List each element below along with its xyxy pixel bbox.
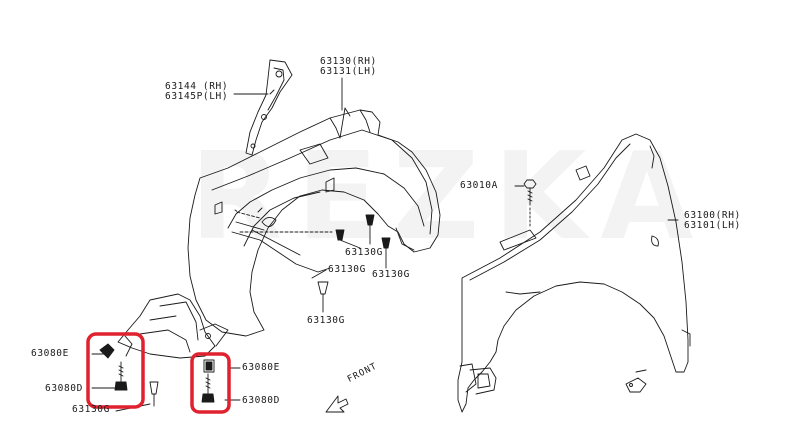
label-63100-rh: 63100(RH) (684, 210, 741, 221)
watermark: REZKA (190, 128, 708, 267)
fender-protector (117, 107, 441, 359)
bolt-63010a (523, 179, 537, 229)
label-63130g-1: 63130G (345, 247, 383, 258)
label-63130g-5: 63130G (72, 404, 110, 415)
clip-g3 (381, 237, 391, 269)
clip-g4 (317, 281, 329, 313)
fender-bracket (245, 59, 293, 156)
front-arrow (325, 395, 349, 413)
clip-g5 (149, 381, 159, 407)
label-63080d-right: 63080D (242, 395, 280, 406)
label-63130g-3: 63130G (372, 269, 410, 280)
label-63130g-4: 63130G (307, 315, 345, 326)
label-63145p-lh: 63145P(LH) (165, 91, 229, 102)
front-fender (457, 133, 691, 413)
label-63131-lh: 63131(LH) (320, 66, 377, 77)
label-63130g-2: 63130G (328, 264, 366, 275)
label-63080e-right: 63080E (242, 362, 280, 373)
highlight-box-left (86, 332, 145, 409)
fastener-63080e-left (99, 343, 115, 359)
label-63101-lh: 63101(LH) (684, 220, 741, 231)
label-63130-rh: 63130(RH) (320, 56, 377, 67)
fastener-63080d-left (114, 361, 128, 391)
fastener-63080d-right (201, 373, 215, 403)
label-63144-rh: 63144 (RH) (165, 81, 229, 92)
clip-g1 (335, 229, 361, 249)
label-63080d-left: 63080D (45, 383, 83, 394)
fastener-63080e-right (203, 359, 215, 373)
highlight-box-right (190, 352, 231, 414)
leader-lines (91, 77, 679, 412)
clip-g2 (365, 214, 375, 245)
label-63010a: 63010A (460, 180, 498, 191)
label-63080e-left: 63080E (31, 348, 69, 359)
